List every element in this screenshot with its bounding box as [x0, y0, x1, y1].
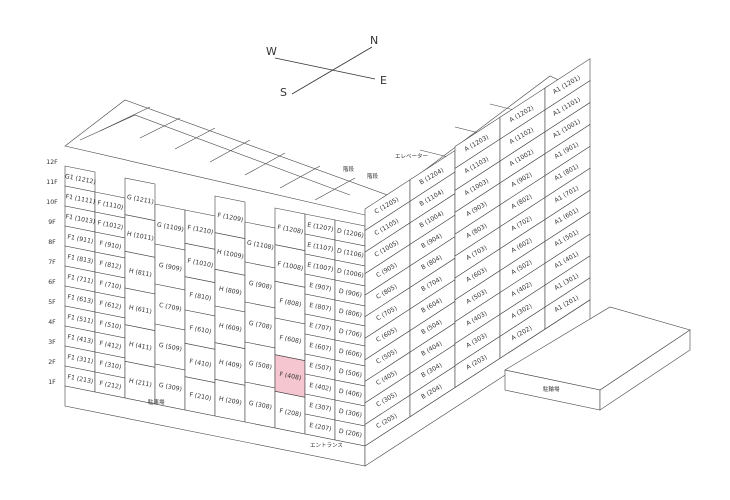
unit-label: F (1012) — [97, 220, 124, 232]
unit-label: F (1008) — [277, 261, 304, 273]
unit-label: F (910) — [99, 240, 122, 251]
unit-label: F (208) — [279, 408, 302, 419]
compass-east: E — [380, 74, 387, 87]
unit-label: H (809) — [218, 286, 242, 297]
unit-label: E (507) — [309, 362, 332, 373]
roof-stairs-label: 階段 — [343, 165, 355, 173]
unit-label: F (210) — [189, 391, 212, 402]
unit-label: E (807) — [309, 302, 332, 313]
unit-label: F1 (613) — [67, 294, 94, 306]
unit-label: F (1210) — [187, 224, 214, 236]
floor-label: 11F — [46, 179, 58, 186]
floor-label: 7F — [48, 259, 56, 266]
unit-label: D (906) — [338, 288, 362, 299]
compass-north: N — [370, 34, 378, 47]
unit-label: G (509) — [158, 342, 182, 353]
unit-label: F (812) — [99, 260, 122, 271]
unit-label: F (412) — [99, 340, 122, 351]
unit-label: D (706) — [338, 328, 362, 339]
unit-label: H (411) — [128, 341, 152, 352]
roof-elevator-label: エレベーター — [395, 152, 428, 160]
unit-label: D (606) — [338, 348, 362, 359]
roof-stairs-label-2: 階段 — [367, 172, 379, 180]
unit-label: D (806) — [338, 308, 362, 319]
floor-label: 12F — [46, 159, 58, 166]
unit-label: F (612) — [99, 300, 122, 311]
unit-label: E (207) — [309, 422, 332, 433]
unit-label: F1 (711) — [67, 274, 94, 286]
unit-label: D (506) — [338, 368, 362, 379]
unit-label: F (608) — [279, 334, 302, 345]
unit-label: E (307) — [309, 402, 332, 413]
unit-label: E (1207) — [307, 222, 334, 234]
side-parking-label: 駐輪場 — [543, 385, 560, 393]
floor-labels: 12F 11F 10F 9F 8F 7F 6F 5F 4F 3F 2F 1F — [46, 159, 58, 386]
unit-label: E (402) — [309, 382, 332, 393]
unit-label: D (206) — [338, 428, 362, 439]
ground — [64, 299, 691, 467]
entrance-label: エントランス — [310, 442, 343, 449]
unit-label: G (708) — [248, 320, 272, 331]
unit-label: F (310) — [99, 360, 122, 371]
unit-label: F1 (911) — [67, 234, 94, 246]
unit-label: F1 (511) — [67, 314, 94, 326]
unit-label: F (510) — [99, 320, 122, 331]
unit-label: H (609) — [218, 322, 242, 333]
front-parking-label: 駐車場 — [148, 398, 165, 406]
unit-label: G (908) — [248, 280, 272, 291]
unit-label: F (810) — [189, 291, 212, 302]
unit-label: F (1209) — [217, 212, 244, 224]
unit-label: H (611) — [128, 304, 152, 315]
unit-label: F (410) — [189, 358, 212, 369]
unit-label: F (1110) — [97, 200, 124, 212]
unit-label: F (212) — [99, 380, 122, 391]
unit-label: E (1107) — [307, 242, 334, 254]
unit-label: F (808) — [279, 298, 302, 309]
unit-label: G (309) — [158, 382, 182, 393]
unit-label: E (907) — [309, 282, 332, 293]
floor-label: 4F — [48, 319, 56, 326]
floor-label: 3F — [48, 339, 56, 346]
unit-label: G (508) — [248, 360, 272, 371]
unit-label: F (610) — [189, 325, 212, 336]
unit-label: C (709) — [158, 302, 182, 313]
side-face: C (1205)C (1105)C (1005)C (905)C (805)C … — [364, 58, 591, 447]
unit-label: H (409) — [218, 359, 242, 370]
compass-west: W — [266, 45, 277, 58]
unit-label: H (209) — [218, 396, 242, 407]
unit-label: F (1010) — [187, 258, 214, 270]
unit-label: F1 (213) — [67, 374, 94, 386]
unit-label: E (1007) — [307, 262, 334, 274]
unit-label: F1 (311) — [67, 354, 94, 366]
floor-label: 1F — [48, 379, 56, 386]
floor-label: 8F — [48, 239, 56, 246]
unit-label: G (308) — [248, 400, 272, 411]
compass: N E S W — [266, 34, 387, 99]
floor-label: 5F — [48, 299, 56, 306]
floor-label: 6F — [48, 279, 56, 286]
unit-label: F1 (413) — [67, 334, 94, 346]
unit-label: F (1208) — [277, 224, 304, 236]
unit-label: D (406) — [338, 388, 362, 399]
unit-label: G (909) — [158, 262, 182, 273]
floor-label: 9F — [48, 219, 56, 226]
unit-label: H (211) — [128, 378, 152, 389]
unit-label: F1 (813) — [67, 254, 94, 266]
unit-label: D (306) — [338, 408, 362, 419]
unit-label: F (408) — [279, 371, 302, 382]
front-face: G1 (1212)F1 (1111)F1 (1013)F1 (911)F1 (8… — [64, 165, 366, 447]
unit-label: H (811) — [128, 268, 152, 279]
floor-label: 2F — [48, 359, 56, 366]
floor-label: 10F — [46, 199, 58, 206]
unit-label: E (707) — [309, 322, 332, 333]
unit-label: F (710) — [99, 280, 122, 291]
compass-south: S — [280, 86, 287, 99]
unit-label: E (607) — [309, 342, 332, 353]
